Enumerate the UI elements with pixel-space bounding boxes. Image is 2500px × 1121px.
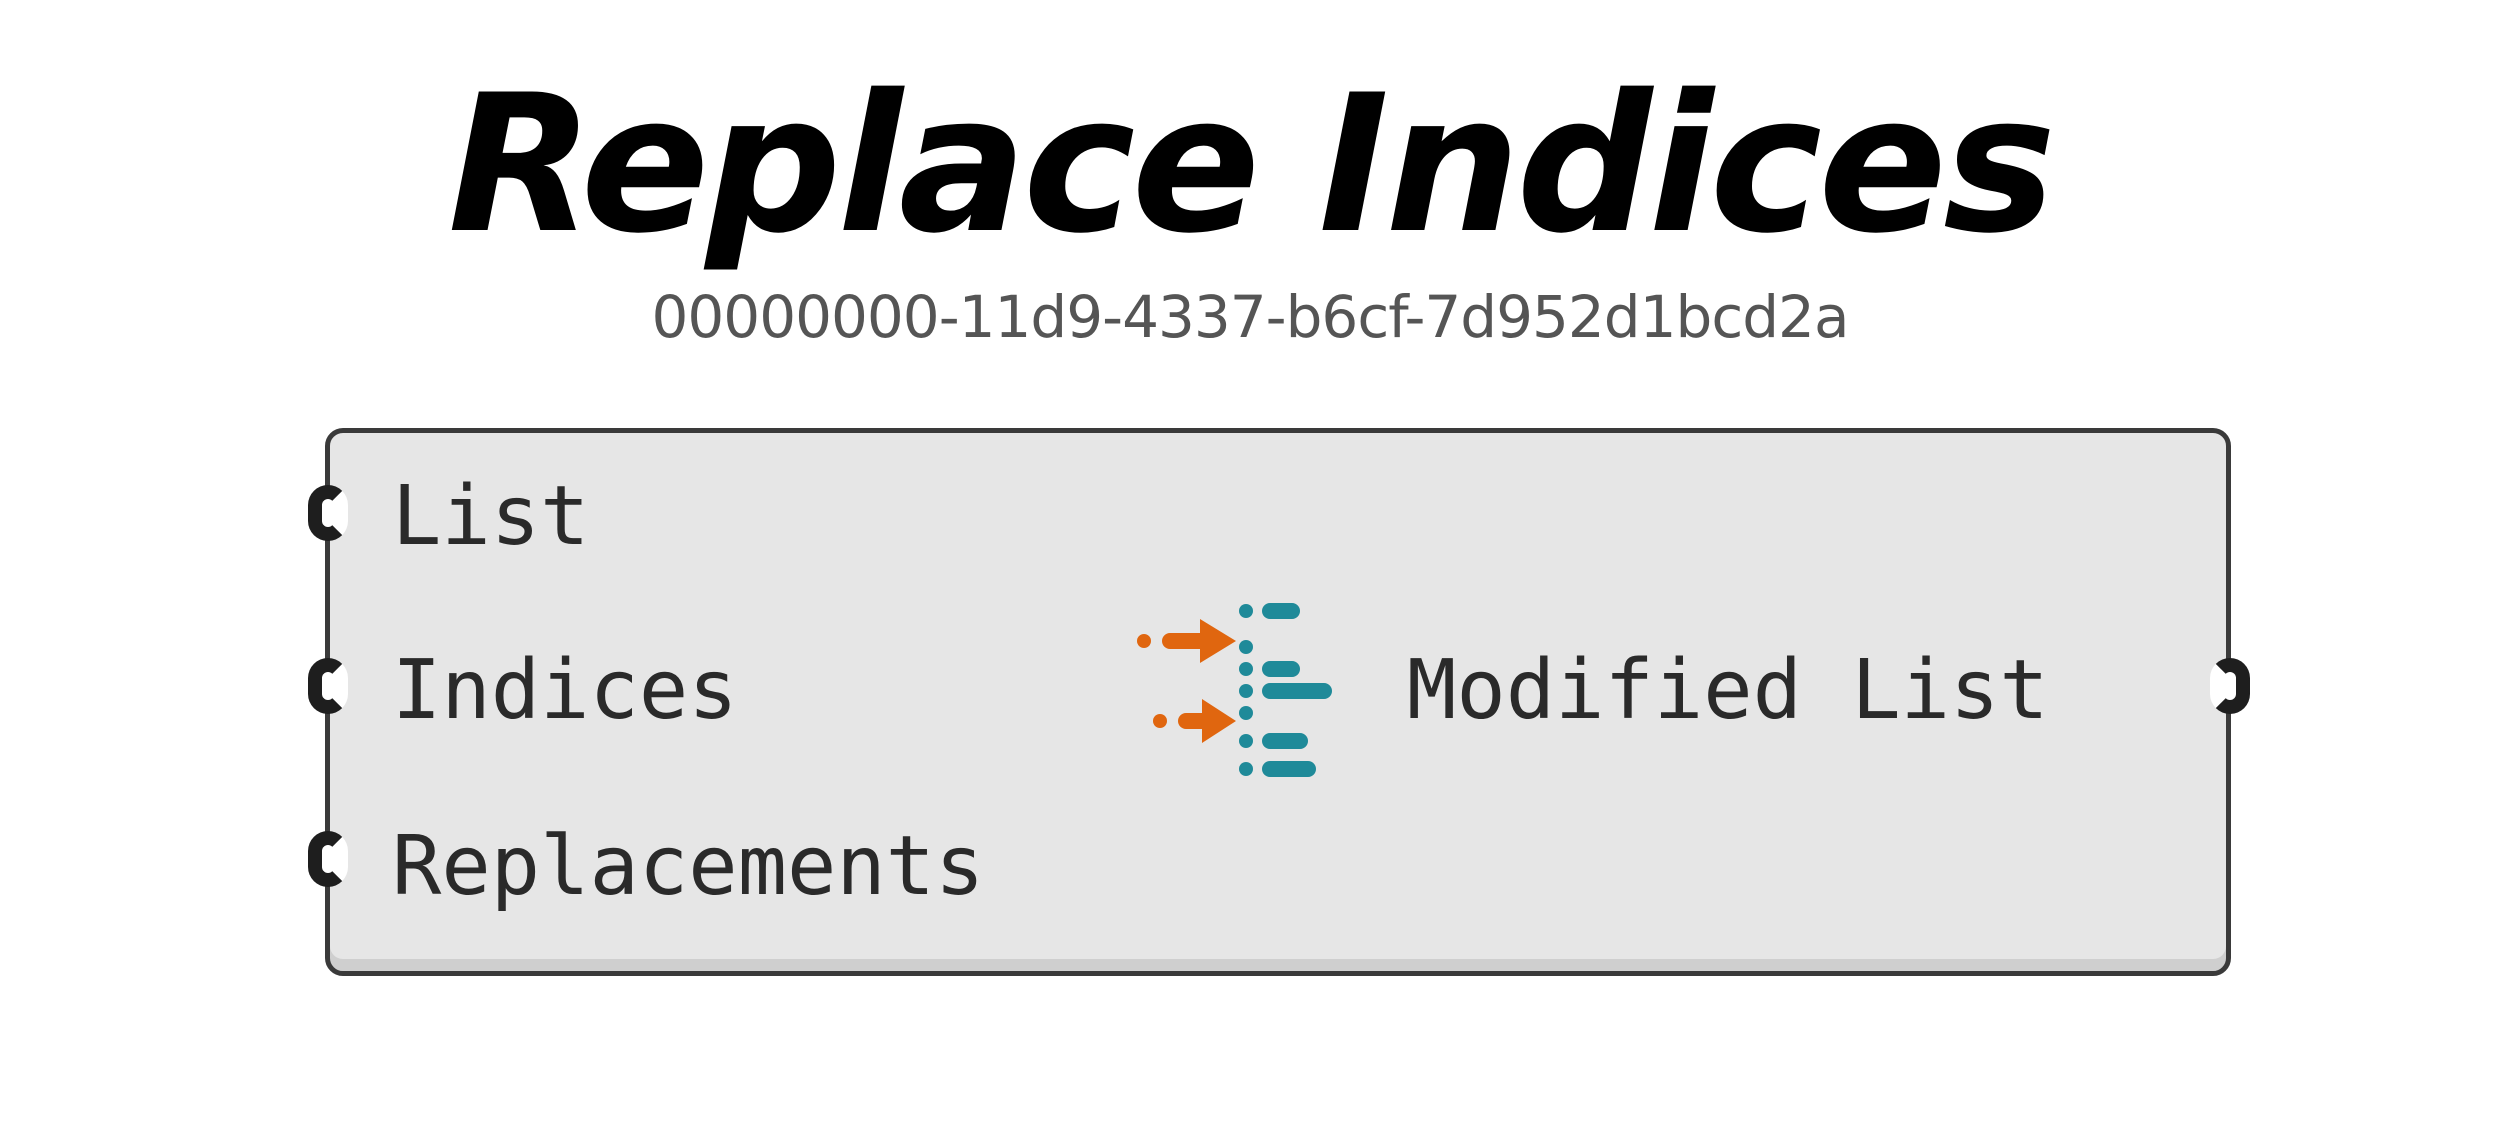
input-label-list: List — [392, 469, 590, 564]
output-label-modified-list: Modified List — [1407, 643, 2049, 738]
input-label-replacements: Replacements — [392, 819, 985, 914]
input-label-indices: Indices — [392, 643, 738, 738]
input-grip-indices[interactable] — [308, 658, 348, 714]
replace-indices-icon — [1137, 603, 1332, 777]
output-grip-modified-list[interactable] — [2210, 658, 2250, 714]
component-title: Replace Indices — [447, 54, 2056, 275]
component-guid: 00000000-11d9-4337-b6cf-7d952d1bcd2a — [651, 283, 1849, 351]
component-body[interactable]: List Indices Replacements Modified List — [308, 428, 2250, 976]
input-grip-list[interactable] — [308, 485, 348, 541]
input-grip-replacements[interactable] — [308, 831, 348, 887]
